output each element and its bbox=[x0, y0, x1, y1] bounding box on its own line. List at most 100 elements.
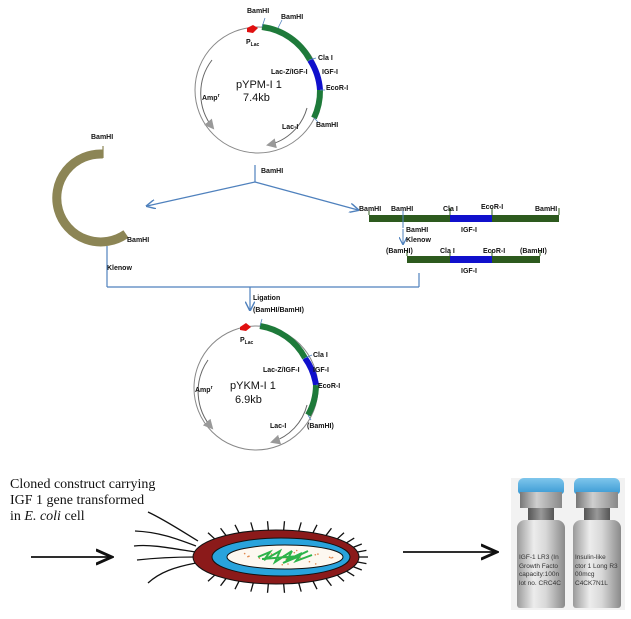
pilus bbox=[313, 581, 317, 589]
plasmid-size: 7.4kb bbox=[243, 92, 270, 104]
igf-segment bbox=[310, 60, 320, 90]
pilus bbox=[284, 584, 285, 593]
plasmid-pYPM: BamHI BamHI PLac Cla I Lac-Z/IGF-I IGF-I… bbox=[195, 8, 348, 153]
pilus bbox=[337, 533, 344, 539]
amp-arrow bbox=[198, 360, 212, 428]
pilus bbox=[221, 528, 226, 535]
site-ecor1: EcoR-I bbox=[326, 85, 348, 92]
ribosome-dot bbox=[294, 552, 296, 554]
pilus bbox=[353, 567, 361, 570]
pilus bbox=[208, 533, 215, 539]
ribosome-dot bbox=[314, 554, 316, 556]
ribosome-dot bbox=[332, 557, 334, 559]
site-bamh1: (BamHI) bbox=[307, 423, 334, 430]
pilus bbox=[347, 538, 355, 543]
blunt-igf-region bbox=[450, 256, 492, 263]
pilus bbox=[208, 575, 215, 581]
ecoli-cell bbox=[134, 512, 368, 593]
insert-klenow-label: Klenow bbox=[406, 237, 431, 244]
pilus bbox=[358, 550, 367, 552]
pilus bbox=[299, 583, 301, 592]
amp-label: Ampr bbox=[195, 385, 213, 394]
amp-arrow bbox=[201, 60, 213, 128]
blunt-site: (BamHI) bbox=[386, 248, 413, 255]
lacz-igf-label: Lac-Z/IGF-I bbox=[271, 69, 308, 76]
insert-cut-label: BamHI bbox=[406, 227, 428, 234]
blunt-insert: (BamHI) Cla I EcoR-I (BamHI) IGF-I bbox=[386, 248, 547, 275]
downstream-segment bbox=[308, 385, 316, 415]
ribosome-dot bbox=[281, 564, 283, 566]
ligation-sites-label: (BamHI/BamHI) bbox=[253, 307, 304, 314]
pilus bbox=[326, 528, 331, 535]
site-cla1: Cla I bbox=[318, 55, 333, 62]
plasmid-name: pYKM-I 1 bbox=[230, 380, 276, 392]
digest-arrows: BamHI bbox=[147, 165, 358, 210]
insert-fragment: BamHI BamHI Cla I EcoR-I BamHI IGF-I Bam… bbox=[359, 204, 559, 244]
promoter-icon bbox=[247, 25, 258, 33]
vial: IGF-1 LR3 (In Growth Facto capacity:100n… bbox=[515, 478, 567, 608]
insert-site: BamHI bbox=[391, 206, 413, 213]
lacz-segment bbox=[262, 27, 310, 60]
ribosome-dot bbox=[309, 561, 311, 563]
laci-label: Lac-I bbox=[282, 124, 298, 131]
site-bamh1-c: BamHI bbox=[316, 122, 338, 129]
ribosome-dot bbox=[287, 563, 289, 565]
caption-line-3: in E. coli cell bbox=[10, 509, 155, 525]
ribosome-dot bbox=[317, 553, 319, 555]
insert-site: Cla I bbox=[443, 206, 458, 213]
vector-site-bottom: BamHI bbox=[127, 237, 149, 244]
site-bamh1-a: BamHI bbox=[247, 8, 269, 15]
lacz-igf-label: Lac-Z/IGF-I bbox=[263, 367, 300, 374]
amp-label: Ampr bbox=[202, 93, 220, 102]
caption-line-2: IGF 1 gene transformed bbox=[10, 493, 155, 509]
digest-enzyme-label: BamHI bbox=[261, 168, 283, 175]
ribosome-dot bbox=[330, 557, 332, 559]
pilus bbox=[268, 584, 269, 593]
blunt-site: EcoR-I bbox=[483, 248, 505, 255]
vector-backbone bbox=[57, 154, 126, 242]
ribosome-dot bbox=[329, 556, 331, 558]
downstream-segment bbox=[314, 90, 320, 118]
pilus bbox=[313, 525, 317, 533]
promoter-icon bbox=[240, 323, 251, 331]
vial: Insulin-like ctor 1 Long R3 00mcg C4CK7N… bbox=[571, 478, 623, 608]
vector-fragment: BamHI BamHI Klenow bbox=[57, 134, 149, 272]
site-bamh1-b: BamHI bbox=[281, 14, 303, 21]
laci-label: Lac-I bbox=[270, 423, 286, 430]
caption: Cloned construct carrying IGF 1 gene tra… bbox=[10, 477, 155, 525]
ribosome-dot bbox=[247, 556, 249, 558]
pilus bbox=[353, 544, 361, 547]
pilus bbox=[251, 522, 253, 531]
igf-label: IGF-I bbox=[313, 367, 329, 374]
blunt-site: (BamHI) bbox=[520, 248, 547, 255]
ligation-label: Ligation bbox=[253, 295, 280, 302]
site-ecor1: EcoR-I bbox=[318, 383, 340, 390]
pilus bbox=[284, 521, 285, 530]
product-vials-photo: IGF-1 LR3 (In Growth Facto capacity:100n… bbox=[511, 478, 625, 610]
ligation-arrows: Ligation (BamHI/BamHI) bbox=[107, 246, 419, 314]
ribosome-dot bbox=[244, 553, 246, 555]
pilus bbox=[358, 562, 367, 564]
pilus bbox=[268, 521, 269, 530]
promoter-label: PLac bbox=[246, 39, 260, 48]
vial-label: IGF-1 LR3 (In Growth Facto capacity:100n… bbox=[519, 554, 561, 588]
caption-line-1: Cloned construct carrying bbox=[10, 477, 155, 493]
insert-gene-label: IGF-I bbox=[461, 227, 477, 234]
promoter-label: PLac bbox=[240, 337, 254, 346]
blunt-site: Cla I bbox=[440, 248, 455, 255]
vial-label: Insulin-like ctor 1 Long R3 00mcg C4CK7N… bbox=[575, 554, 618, 588]
insert-site: BamHI bbox=[359, 206, 381, 213]
pilus bbox=[235, 581, 239, 589]
pilus bbox=[326, 579, 331, 586]
pilus bbox=[337, 575, 344, 581]
plasmid-name: pYPM-I 1 bbox=[236, 79, 282, 91]
plasmid-pYKM: PLac Cla I Lac-Z/IGF-I IGF-I EcoR-I (Bam… bbox=[194, 319, 340, 450]
plasmid-size: 6.9kb bbox=[235, 394, 262, 406]
insert-site: EcoR-I bbox=[481, 204, 503, 211]
vector-klenow-label: Klenow bbox=[107, 265, 132, 272]
vector-site-top: BamHI bbox=[91, 134, 113, 141]
pilus bbox=[251, 583, 253, 592]
ribosome-dot bbox=[296, 550, 298, 552]
insert-igf-region bbox=[450, 215, 492, 222]
pilus bbox=[299, 522, 301, 531]
